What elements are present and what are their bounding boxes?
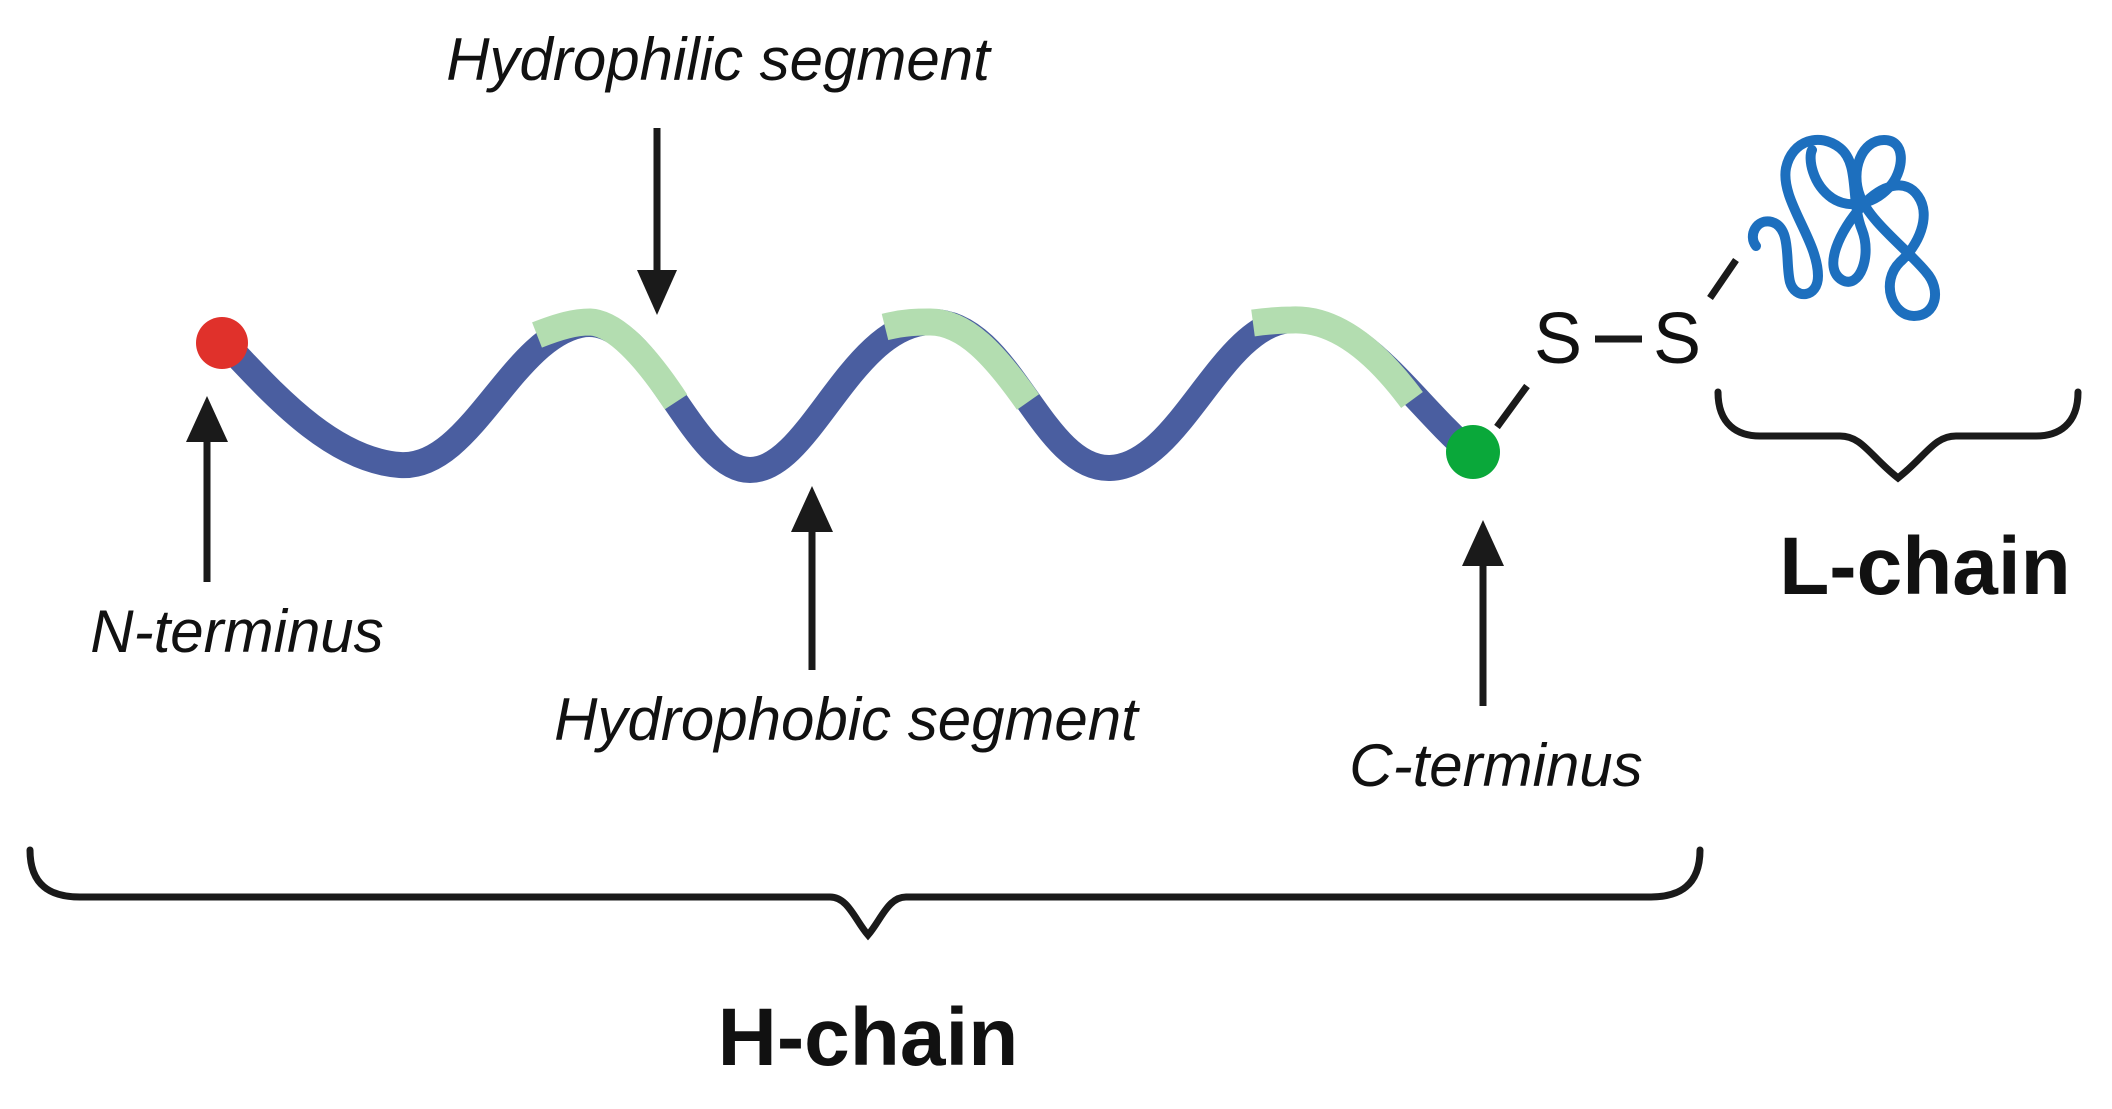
n-terminus-arrow — [186, 396, 228, 582]
l-chain-label: L-chain — [1779, 521, 2071, 612]
l-chain-brace — [1714, 388, 2082, 483]
sulfur-right: S — [1653, 299, 1701, 379]
h-chain-wave-hydrophobic — [212, 306, 1483, 484]
c-terminus-label: C-terminus — [1349, 732, 1642, 799]
h-chain-label: H-chain — [718, 992, 1019, 1083]
hydrophobic-arrow — [791, 486, 833, 670]
c-terminus-dot — [1446, 425, 1500, 479]
n-terminus-dot — [196, 317, 248, 369]
hydrophilic-arrow — [637, 128, 677, 315]
hydrophilic-segment-label: Hydrophilic segment — [446, 26, 992, 93]
l-chain-coil — [1747, 134, 1940, 321]
hydrophilic-segment-2 — [881, 308, 1040, 410]
s-to-l-chain-bond — [1707, 258, 1739, 300]
c-terminus-to-s-bond — [1494, 383, 1530, 430]
c-terminus-arrow — [1462, 520, 1504, 706]
n-terminus-label: N-terminus — [90, 598, 383, 665]
hydrophilic-segment-3 — [1251, 306, 1423, 409]
h-chain-brace — [26, 846, 1704, 941]
hydrophobic-segment-label: Hydrophobic segment — [554, 686, 1140, 753]
hydrophilic-segment-1 — [532, 308, 688, 410]
sulfur-left: S — [1534, 299, 1582, 379]
